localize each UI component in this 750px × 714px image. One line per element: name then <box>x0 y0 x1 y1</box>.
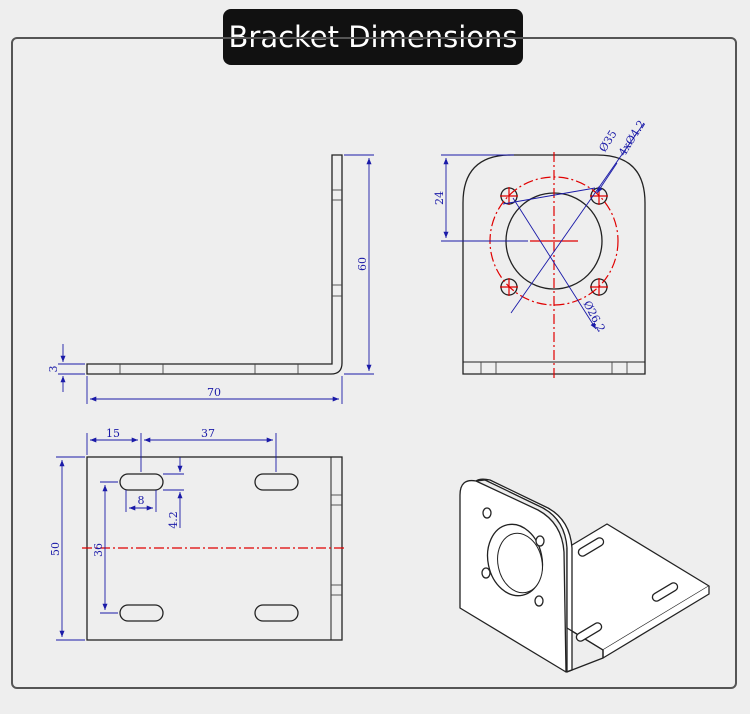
base-dimensions <box>56 433 277 641</box>
front-offset-label: 24 <box>433 191 446 205</box>
front-dimensions <box>441 122 645 330</box>
front-centerlines <box>489 152 619 378</box>
base-hidden-lines <box>331 494 342 596</box>
side-view <box>86 154 343 375</box>
side-length-label: 70 <box>207 386 221 399</box>
center-hole-label: Ø26.2 <box>580 299 607 335</box>
side-height-label: 60 <box>356 257 369 271</box>
base-slot <box>254 473 299 491</box>
slot-spacing-x-label: 37 <box>201 427 215 440</box>
drawing-frame <box>11 37 737 689</box>
side-hidden-lines <box>119 189 342 374</box>
iso-bolt-hole <box>482 507 492 519</box>
isometric-view <box>459 478 710 673</box>
iso-base-slot <box>577 537 605 557</box>
iso-base-slot <box>575 622 603 642</box>
slot-spacing-y-label: 36 <box>92 543 105 557</box>
slot-offset-label: 15 <box>106 427 120 440</box>
side-profile-outline <box>86 154 343 375</box>
slot-length-label: 8 <box>138 494 145 507</box>
front-plate-outline <box>462 154 646 375</box>
iso-base-slot <box>651 582 679 602</box>
base-width-label: 50 <box>49 542 62 556</box>
slot-width-label: 4.2 <box>167 511 180 529</box>
bolt-holes-label: 4xØ4.2 <box>616 118 648 159</box>
side-thickness-label: 3 <box>47 366 60 373</box>
iso-bolt-hole <box>481 567 491 579</box>
front-hidden-lines <box>480 362 628 374</box>
side-dimensions <box>58 154 374 404</box>
base-slot <box>119 604 164 622</box>
base-slot <box>254 604 299 622</box>
iso-bolt-hole <box>535 535 545 547</box>
base-slot <box>119 473 164 491</box>
iso-bolt-hole <box>534 595 544 607</box>
